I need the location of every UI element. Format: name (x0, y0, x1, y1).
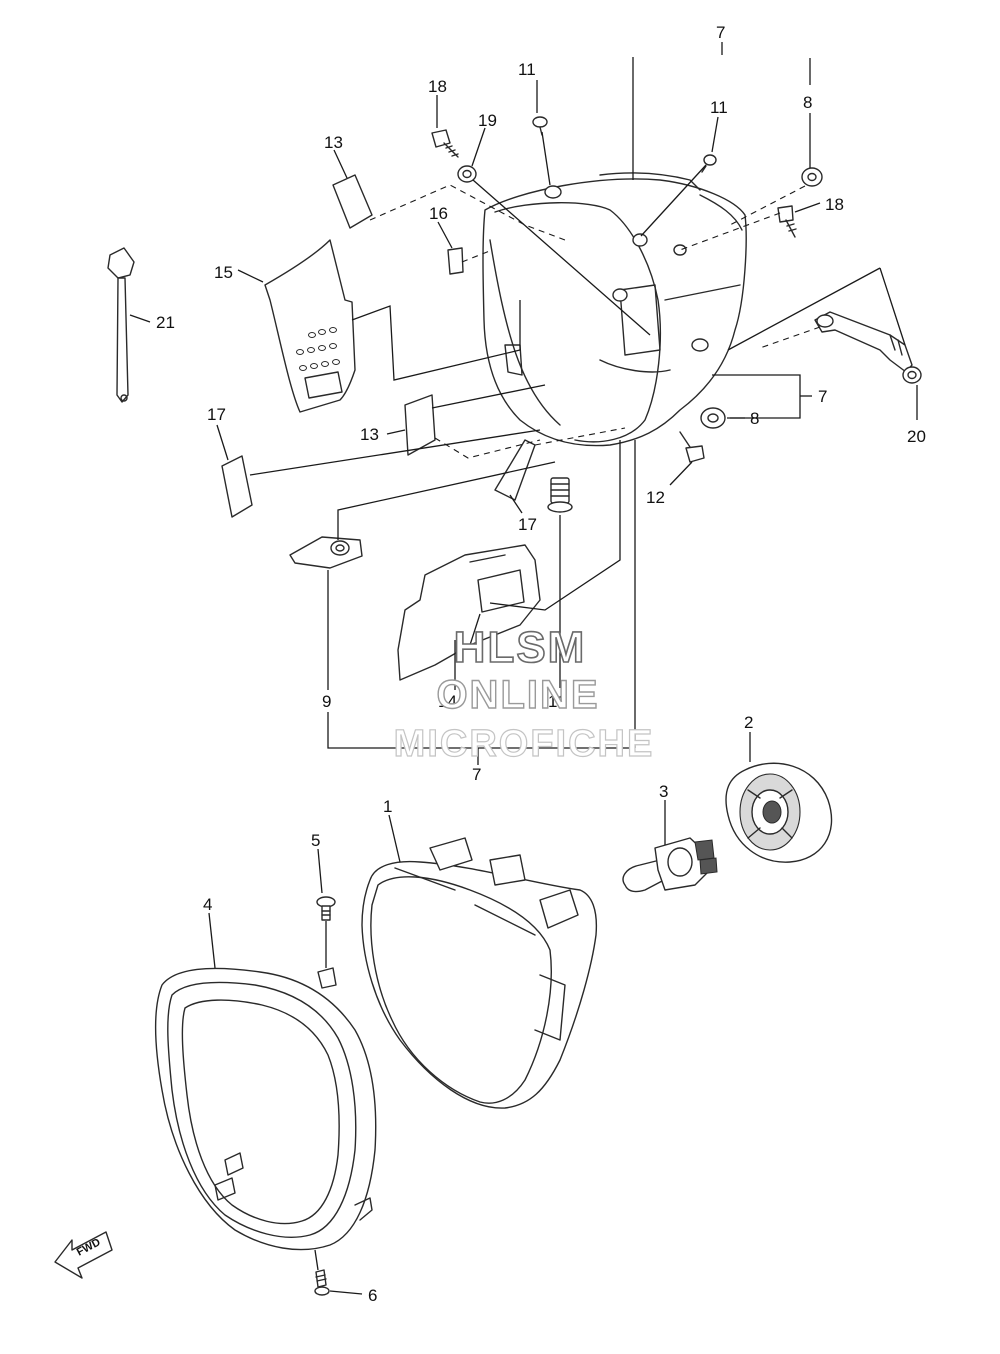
callout-8-mid: 8 (750, 409, 759, 428)
callout-13-top: 13 (324, 133, 343, 152)
callout-9: 9 (322, 692, 331, 711)
callout-20: 20 (907, 427, 926, 446)
cable-tie-21 (107, 247, 135, 403)
callout-7-top: 7 (716, 23, 725, 42)
fwd-arrow-icon: FWD (54, 1231, 113, 1279)
pad-17-left (221, 455, 253, 518)
callout-8-top: 8 (803, 93, 812, 112)
callout-14: 14 (438, 692, 457, 711)
nut-8-mid (700, 407, 726, 429)
pad-16 (447, 247, 464, 275)
washer-19 (457, 165, 477, 183)
bulb-cover-2 (725, 762, 833, 863)
callout-17-left: 17 (207, 405, 226, 424)
screw-12 (679, 431, 705, 463)
callout-3: 3 (659, 782, 668, 801)
callout-21: 21 (156, 313, 175, 332)
bulb-3 (622, 837, 718, 893)
pad-13-mid (404, 394, 436, 456)
nut-8-top (801, 167, 823, 187)
leader-lines (129, 42, 918, 1295)
bolt-18-right (777, 205, 797, 238)
pad-13-top (332, 174, 373, 229)
screw-6 (314, 1269, 330, 1296)
callout-7-right: 7 (818, 387, 827, 406)
callout-labels: 7 8 11 11 18 19 13 16 18 15 21 7 8 17 13… (156, 23, 926, 1305)
callout-11-left: 11 (518, 60, 536, 79)
callout-16: 16 (429, 204, 448, 223)
screw-5 (316, 896, 336, 921)
watermark-line-2: ONLINE (436, 673, 599, 717)
callout-1: 1 (383, 797, 392, 816)
callout-19: 19 (478, 111, 497, 130)
watermark-line-1: HLSM (454, 623, 587, 672)
seal-pad-15 (264, 239, 356, 413)
callout-15: 15 (214, 263, 233, 282)
callout-10: 10 (548, 692, 567, 711)
callout-4: 4 (203, 895, 212, 914)
callout-17-mid: 17 (518, 515, 537, 534)
headlight-housing (482, 172, 747, 447)
screw-10 (547, 477, 573, 513)
plate-14 (397, 544, 541, 681)
headlight-rim-4 (154, 967, 377, 1251)
callout-13-mid: 13 (360, 425, 379, 444)
watermark-line-3: MICROFICHE (394, 723, 655, 765)
callout-11-right: 11 (710, 98, 728, 117)
bracket-20 (814, 311, 922, 384)
callout-18-left: 18 (428, 77, 447, 96)
callout-6: 6 (368, 1286, 377, 1305)
callout-12: 12 (646, 488, 665, 507)
screw-11-left (532, 116, 548, 136)
watermark: HLSM ONLINE MICROFICHE (393, 622, 655, 765)
callout-18-right: 18 (825, 195, 844, 214)
callout-2: 2 (744, 713, 753, 732)
pad-17-mid (494, 439, 536, 501)
bolt-18-left (431, 129, 459, 158)
callout-5: 5 (311, 831, 320, 850)
headlight-unit-1 (361, 837, 598, 1109)
bracket-9 (289, 536, 363, 569)
callout-7-bottom: 7 (472, 765, 481, 784)
screw-11-right (701, 154, 717, 173)
